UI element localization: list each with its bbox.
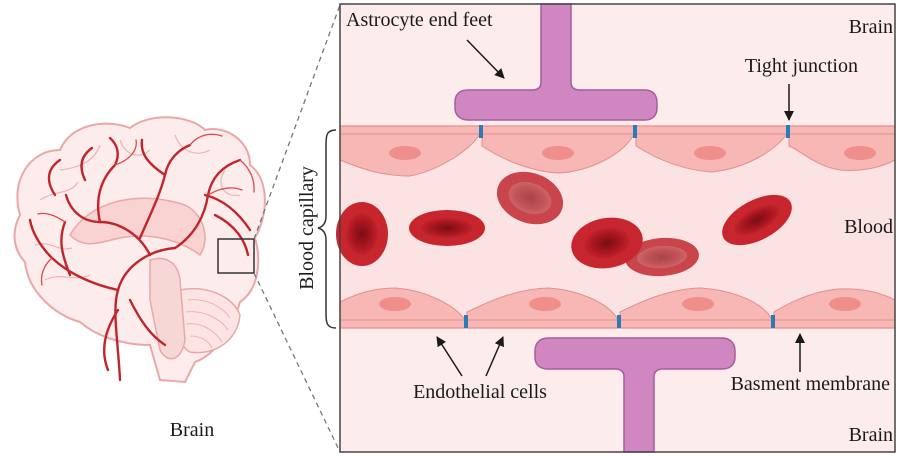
brain-figure-label: Brain bbox=[170, 419, 214, 441]
tight-junction-marker bbox=[464, 315, 468, 328]
tight-junction-marker bbox=[617, 315, 621, 328]
tight-junction-marker bbox=[786, 125, 790, 138]
zoom-line-top bbox=[253, 4, 341, 240]
brain-top-label: Brain bbox=[849, 16, 893, 38]
zoom-panel bbox=[336, 3, 896, 453]
red-blood-cell bbox=[336, 202, 388, 266]
brain-bottom-label: Brain bbox=[849, 424, 893, 446]
tight-junction-marker bbox=[479, 125, 483, 138]
nucleus bbox=[542, 146, 574, 160]
red-blood-cell bbox=[409, 210, 485, 246]
zoom-box bbox=[217, 238, 255, 274]
zoom-panel-frame bbox=[339, 3, 896, 453]
nucleus bbox=[389, 146, 421, 160]
astrocyte-arrow bbox=[466, 39, 505, 79]
tight-junction-marker bbox=[771, 315, 775, 328]
blood-label: Blood bbox=[844, 216, 893, 238]
red-blood-cell bbox=[625, 237, 699, 277]
nucleus bbox=[529, 297, 561, 311]
astrocyte-foot-top bbox=[454, 3, 658, 121]
brain-illustration bbox=[13, 116, 266, 384]
endothelial-cells-label: Endothelial cells bbox=[413, 381, 547, 403]
tight-junction-marker bbox=[633, 125, 637, 138]
corpus-callosum bbox=[69, 197, 206, 257]
red-blood-cell bbox=[496, 171, 564, 225]
nucleus bbox=[682, 297, 714, 311]
bottom-endothelium bbox=[339, 287, 896, 329]
capillary-bracket bbox=[317, 129, 337, 329]
zoom-line-bottom bbox=[253, 272, 341, 453]
blood-capillary-label: Blood capillary bbox=[296, 166, 318, 290]
nucleus bbox=[829, 297, 861, 311]
tight-junction-label: Tight junction bbox=[745, 55, 858, 77]
nucleus bbox=[694, 146, 726, 160]
brainstem bbox=[149, 257, 186, 360]
top-endothelium bbox=[339, 125, 896, 177]
astrocyte-end-feet-label: Astrocyte end feet bbox=[346, 9, 493, 31]
endothelial-arrow-right bbox=[485, 336, 504, 377]
red-blood-cell bbox=[722, 194, 792, 246]
basement-membrane-label: Basment membrane bbox=[731, 373, 891, 395]
nucleus bbox=[844, 146, 876, 160]
red-blood-cells bbox=[336, 171, 792, 277]
nucleus bbox=[379, 297, 411, 311]
endothelial-arrow-left bbox=[436, 336, 463, 377]
red-blood-cell bbox=[571, 217, 643, 269]
